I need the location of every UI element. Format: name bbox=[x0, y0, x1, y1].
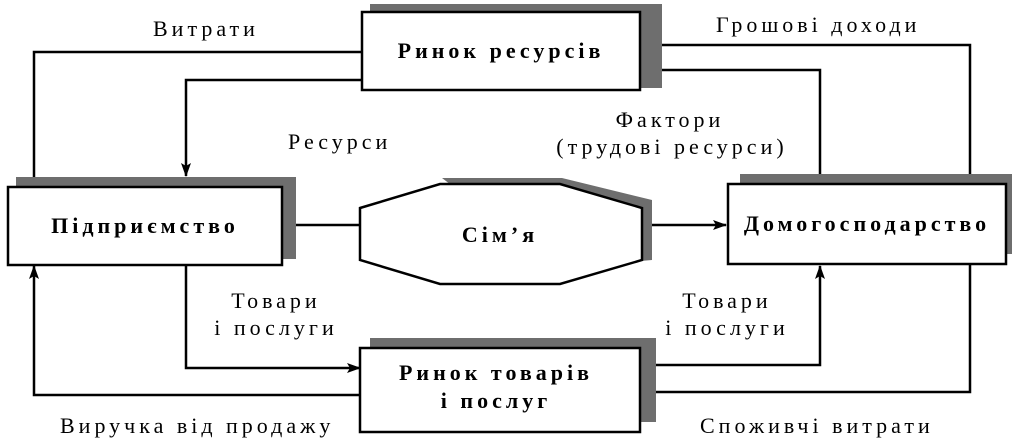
enterprise-box: Підприємство bbox=[6, 177, 296, 267]
expenses-label: Витрати bbox=[153, 16, 259, 41]
factors-label-line1: Фактори bbox=[616, 107, 725, 132]
goods-market-label-line2: і послуг bbox=[441, 388, 551, 413]
revenue-label: Виручка від продажу bbox=[60, 413, 334, 438]
goods-right-label-line1: Товари bbox=[682, 288, 771, 313]
consumer-spending-flow-line bbox=[641, 262, 972, 397]
enterprise-label: Підприємство bbox=[51, 213, 239, 238]
money-income-label: Грошові доходи bbox=[716, 12, 920, 37]
resources-label: Ресурси bbox=[288, 129, 391, 154]
goods-left-label-line2: і послуги bbox=[214, 315, 337, 340]
goods-right-label-line2: і послуги bbox=[665, 315, 788, 340]
goods-market-label-line1: Ринок товарів bbox=[399, 360, 593, 385]
family-label: Сім’я bbox=[462, 222, 538, 247]
goods-left-flow-line bbox=[184, 266, 361, 373]
resource-market-box: Ринок ресурсів bbox=[360, 4, 662, 92]
resource-market-label: Ринок ресурсів bbox=[398, 38, 605, 63]
resources-flow-line bbox=[181, 78, 362, 177]
consumer-spending-label: Споживчі витрати bbox=[700, 413, 934, 438]
household-box: Домогосподарство bbox=[726, 174, 1012, 266]
expenses-flow-line bbox=[32, 50, 362, 180]
family-hexagon: Сім’я bbox=[358, 178, 652, 286]
goods-right-flow-line bbox=[642, 265, 825, 367]
money-income-flow-line bbox=[640, 43, 972, 180]
goods-left-label-line1: Товари bbox=[231, 288, 320, 313]
goods-market-box: Ринок товарів і послуг bbox=[358, 338, 656, 434]
factors-label-line2: (трудові ресурси) bbox=[556, 134, 787, 159]
factors-flow-line bbox=[641, 65, 822, 176]
household-label: Домогосподарство bbox=[744, 211, 990, 236]
revenue-flow-line bbox=[29, 265, 360, 397]
